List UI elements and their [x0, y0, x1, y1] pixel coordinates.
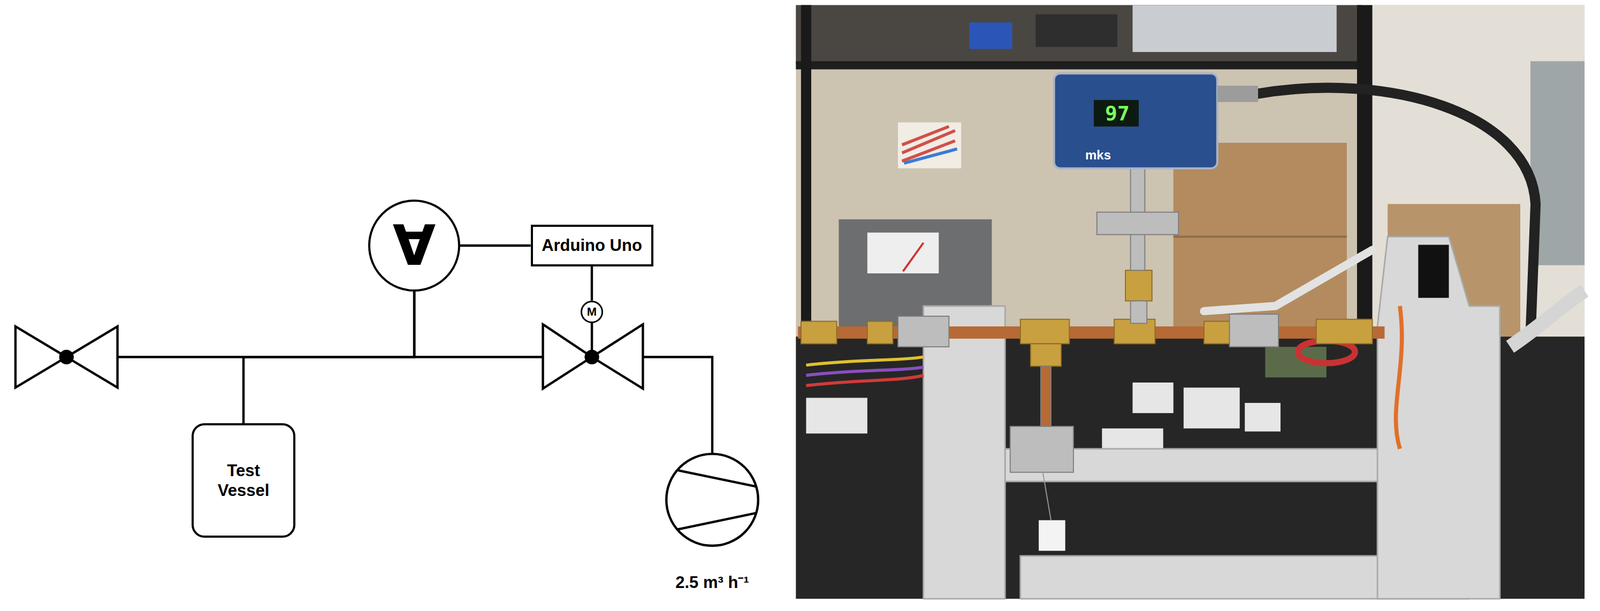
photo-bag	[1183, 387, 1240, 429]
photo-stand	[923, 236, 1500, 599]
photo-valve-body	[1010, 426, 1074, 473]
valve-symbol	[15, 326, 67, 388]
photo-spool	[1035, 14, 1118, 48]
vessel-box: Test Vessel	[191, 423, 296, 538]
photo-meter-needle	[903, 242, 924, 272]
pipe-connector	[590, 266, 593, 301]
controller-box: Arduino Uno	[530, 224, 654, 266]
photo-hose	[1510, 290, 1585, 347]
photo-servo	[1418, 245, 1449, 299]
photo-stand-leg	[923, 306, 1006, 599]
node-label: Test Vessel	[203, 460, 284, 501]
photo-poster	[897, 122, 962, 169]
display-reading: 97	[1105, 101, 1130, 126]
photo-fitting	[1020, 319, 1070, 345]
photo-bag	[1244, 402, 1281, 432]
vacuum-pump-symbol	[666, 453, 759, 546]
photo-wire	[805, 356, 924, 365]
valve-symbol	[66, 326, 118, 388]
photo-cable	[1256, 87, 1536, 337]
node-label: Arduino Uno	[541, 235, 643, 256]
photo-wall	[795, 5, 1585, 600]
photo-tag-string	[1042, 472, 1051, 521]
photo-cardboard-seam	[1173, 235, 1347, 238]
photo-display	[1093, 100, 1139, 127]
motor-valve-symbol	[591, 324, 643, 389]
photo-connector	[1217, 85, 1259, 103]
pump-wedge-line	[677, 513, 757, 530]
pipe-connector	[243, 291, 415, 424]
photo-fitting	[1316, 319, 1373, 345]
photo-valves	[897, 168, 1279, 473]
photo-fitting	[1125, 270, 1153, 301]
photo-pole	[1357, 5, 1373, 342]
photo-gauge-controller	[1054, 73, 1218, 169]
motor-actuator: M	[580, 300, 604, 324]
photo-fitting	[801, 321, 837, 345]
photo-fitting	[867, 321, 894, 345]
photo-wire	[805, 375, 924, 386]
photo-tag	[1038, 520, 1066, 551]
photo-wire	[805, 367, 924, 376]
flow-rate-label: 2.5 m³ h⁻¹	[675, 570, 749, 593]
photo-bag	[1132, 382, 1174, 414]
pump-pipe	[642, 356, 713, 454]
schematic-symbols	[15, 289, 759, 546]
photo-fitting	[1030, 343, 1062, 367]
pipe-connector	[460, 244, 531, 247]
valve-dot	[585, 351, 599, 364]
photo-wire	[1396, 306, 1403, 449]
photo-shelf-items	[795, 5, 1362, 65]
photo-valve-body	[1229, 314, 1279, 347]
photo-stand-leg	[1377, 236, 1500, 599]
photo-blue-box	[969, 22, 1012, 50]
node-label: M	[587, 305, 597, 319]
motor-valve-symbol	[543, 324, 593, 389]
brand-logo: mks	[1085, 147, 1111, 163]
photo-tag	[805, 398, 867, 434]
photo-pole	[801, 5, 812, 342]
photo-valve-body	[897, 316, 949, 347]
gauge-circle: ∀	[368, 199, 461, 292]
photo-gauge-stem	[1130, 300, 1148, 324]
photo-fittings	[801, 270, 1373, 367]
photo-valve-lever	[1204, 249, 1373, 311]
photo-shelf-wire	[795, 61, 1368, 70]
photo-fitting	[1204, 321, 1230, 345]
photo-poster-art	[903, 148, 957, 164]
photo-branch-pipe	[1040, 366, 1051, 428]
photo-clamp	[1096, 212, 1179, 235]
photo-illustration	[795, 5, 1585, 600]
photo-meter-face	[867, 232, 939, 274]
node-label: ∀	[392, 217, 437, 274]
valve-dot	[60, 351, 73, 364]
pump-wedge-line	[677, 470, 757, 487]
photo-container	[1132, 5, 1337, 53]
